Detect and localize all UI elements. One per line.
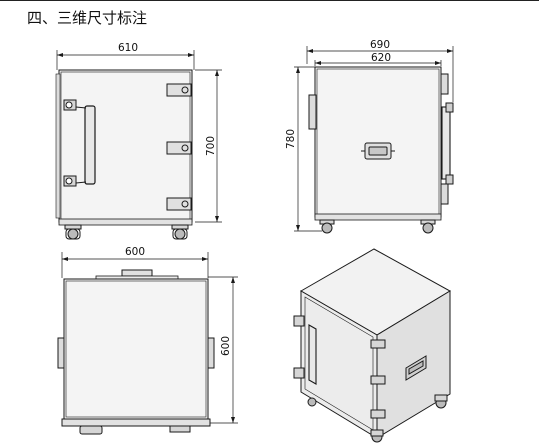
top-rule	[0, 0, 539, 1]
side-height-label: 780	[285, 129, 297, 149]
side-outer-width-label: 690	[370, 39, 390, 51]
front-casters	[64, 224, 189, 240]
side-casters	[319, 219, 436, 234]
side-inner-width-label: 620	[371, 52, 391, 64]
side-cabinet-body	[314, 66, 442, 218]
front-height-dimension: 700	[195, 69, 222, 223]
top-width-dimension: 600	[61, 246, 209, 278]
top-lid-handle	[121, 269, 153, 277]
front-width-dimension: 610	[56, 42, 195, 70]
side-height-dimension: 780	[285, 66, 322, 232]
side-center-handle	[361, 142, 395, 160]
section-title: 四、三维尺寸标注	[27, 9, 148, 27]
front-hinges	[166, 83, 192, 211]
iso-casters	[307, 394, 448, 443]
top-depth-dimension: 600	[208, 276, 238, 424]
top-left-handle	[57, 337, 65, 369]
side-outer-width-dimension: 690	[306, 39, 454, 102]
top-front-latch	[79, 425, 103, 435]
top-cabinet-body	[63, 278, 209, 420]
top-view: 600 600	[57, 246, 238, 435]
front-handle	[63, 99, 96, 187]
front-width-label: 610	[118, 42, 138, 54]
top-width-label: 600	[125, 246, 145, 258]
iso-right-handle	[405, 355, 427, 381]
iso-front-handle	[293, 315, 317, 385]
top-depth-label: 600	[220, 336, 232, 356]
isometric-view	[293, 248, 451, 443]
top-right-handle	[207, 337, 215, 369]
front-height-label: 700	[205, 136, 217, 156]
iso-hinges	[370, 339, 386, 419]
side-view: 690 620 780	[285, 39, 454, 234]
front-view: 610 700	[55, 42, 222, 240]
side-right-hardware	[440, 73, 454, 205]
side-inner-width-dimension: 620	[314, 52, 442, 66]
